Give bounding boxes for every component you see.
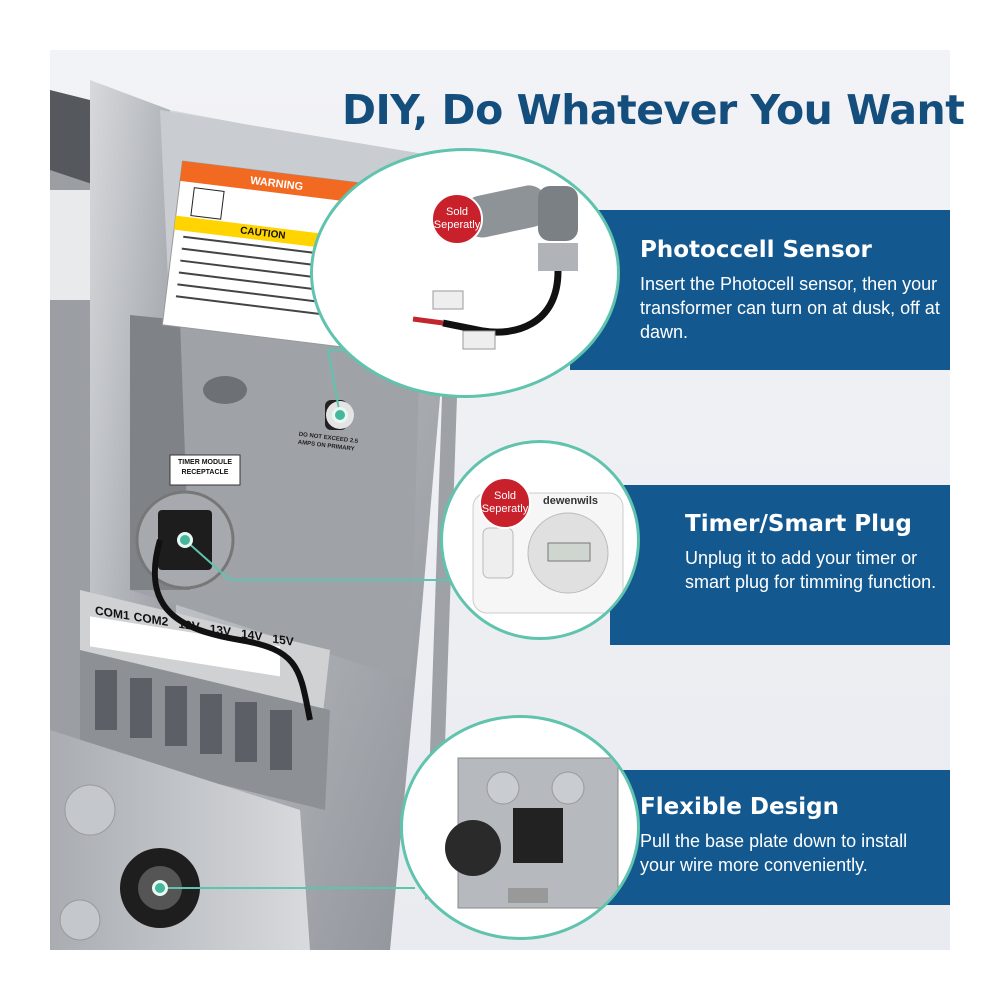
sold-separately-badge: Sold Seperatly	[431, 193, 483, 245]
page-title: DIY, Do Whatever You Want	[342, 86, 965, 134]
timer-plug-image: dewenwils Sold Seperatly	[440, 440, 640, 640]
timer-receptacle-label: TIMER MODULE RECEPTACLE	[177, 459, 233, 476]
sold-separately-badge: Sold Seperatly	[479, 477, 531, 529]
connector-dot	[332, 407, 348, 423]
connector-dot	[152, 880, 168, 896]
connector-dot	[177, 532, 193, 548]
brand-logo: dewenwils	[543, 495, 599, 507]
transformer-illustration	[50, 80, 465, 950]
base-plate-image	[400, 715, 640, 940]
timer-plug-icon	[472, 492, 624, 614]
feature-timer: Timer/Smart Plug Unplug it to add your t…	[610, 485, 950, 645]
base-plate-icon	[445, 757, 619, 909]
feature-photocell: Photoccell Sensor Insert the Photocell s…	[570, 210, 950, 370]
feature-heading: Photoccell Sensor	[640, 237, 872, 263]
feature-body: Pull the base plate down to install your…	[640, 831, 908, 875]
feature-heading: Timer/Smart Plug	[685, 511, 912, 537]
photocell-sensor-icon	[412, 185, 578, 350]
photocell-sensor-image: Sold Seperatly	[310, 148, 620, 398]
feature-body: Unplug it to add your timer or smart plu…	[685, 548, 937, 592]
feature-body: Insert the Photocell sensor, then your t…	[640, 274, 940, 342]
feature-heading: Flexible Design	[640, 794, 839, 820]
